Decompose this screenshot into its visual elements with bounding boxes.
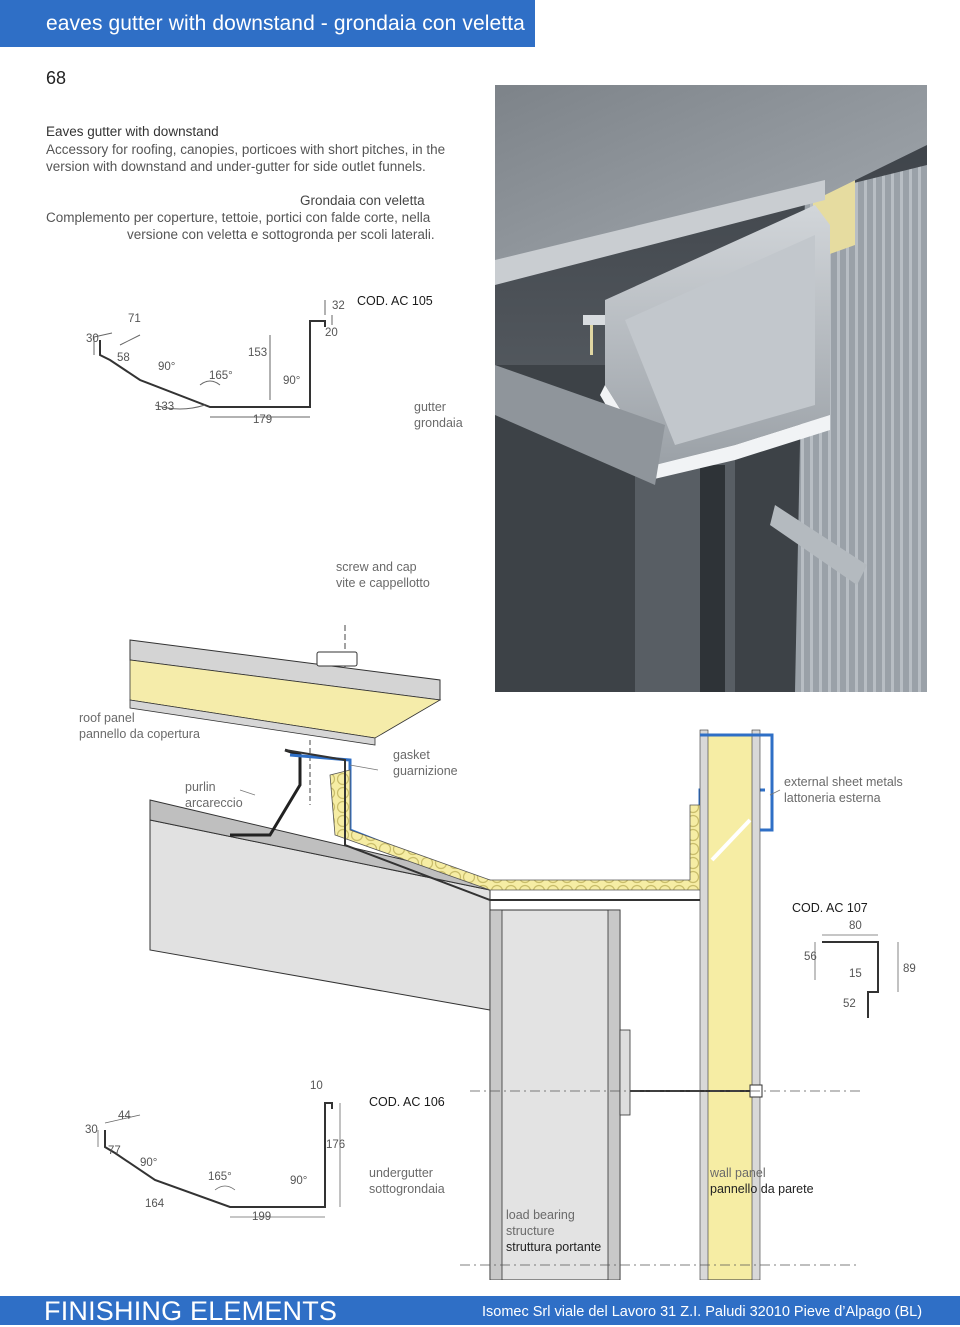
- structure-label-en-1: load bearing: [506, 1208, 575, 1222]
- ac106-dim-30: 30: [85, 1124, 98, 1136]
- ac106-dim-44: 44: [118, 1110, 131, 1122]
- external-metals-label-en: external sheet metals: [784, 775, 903, 789]
- ac105-dim-58: 58: [117, 352, 130, 364]
- ac105-dim-153: 153: [248, 347, 268, 359]
- ac107-dim-56: 56: [804, 951, 817, 963]
- structure-label-it: struttura portante: [506, 1240, 602, 1254]
- ac105-dim-90b: 90°: [283, 375, 301, 387]
- title-bar: eaves gutter with downstand - grondaia c…: [0, 0, 535, 47]
- ac105-code: COD. AC 105: [357, 294, 433, 308]
- footer-section-title: FINISHING ELEMENTS: [44, 1296, 338, 1326]
- ac107-dim-80: 80: [849, 920, 862, 932]
- wall-panel-label-en: wall panel: [710, 1166, 766, 1180]
- screw-label-it: vite e cappellotto: [336, 576, 430, 590]
- gasket-label-en: gasket: [393, 748, 430, 762]
- ac105-label-it: grondaia: [414, 416, 463, 430]
- section-drawing: [129, 625, 860, 1280]
- profile-ac105-drawing: [93, 300, 333, 418]
- ac106-dim-90b: 90°: [290, 1175, 308, 1187]
- ac105-label-en: gutter: [414, 400, 446, 414]
- intro-en-title: Eaves gutter with downstand: [46, 124, 219, 139]
- page-number: 68: [46, 68, 67, 88]
- ac107-code: COD. AC 107: [792, 901, 868, 915]
- footer-bar: FINISHING ELEMENTS Isomec Srl viale del …: [0, 1296, 960, 1326]
- profile-ac107-drawing: [814, 934, 899, 1018]
- footer-company-address: Isomec Srl viale del Lavoro 31 Z.I. Palu…: [482, 1304, 923, 1320]
- wall-panel-label-it: pannello da parete: [710, 1182, 814, 1196]
- ac106-dim-77: 77: [108, 1145, 121, 1157]
- ac106-code: COD. AC 106: [369, 1095, 445, 1109]
- screw-label-en: screw and cap: [336, 560, 417, 574]
- ac105-dim-133: 133: [155, 401, 175, 413]
- purlin-label-en: purlin: [185, 780, 216, 794]
- ac105-dim-165: 165°: [209, 370, 233, 382]
- ac106-dim-90a: 90°: [140, 1157, 158, 1169]
- ac107-dim-52: 52: [843, 998, 856, 1010]
- roof-panel-label-it: pannello da copertura: [79, 727, 200, 741]
- external-metals-label-it: lattoneria esterna: [784, 791, 881, 805]
- ac106-label-it: sottogrondaia: [369, 1182, 445, 1196]
- gutter-photo: [495, 85, 927, 692]
- gasket-label-it: guarnizione: [393, 764, 458, 778]
- intro-it-body-line2: versione con veletta e sottogronda per s…: [127, 227, 435, 242]
- ac106-dim-199: 199: [252, 1211, 272, 1223]
- ac106-dim-176: 176: [326, 1139, 346, 1151]
- ac106-label-en: undergutter: [369, 1166, 433, 1180]
- ac105-dim-20: 20: [325, 327, 338, 339]
- ac106-dim-10: 10: [310, 1080, 323, 1092]
- page-title: eaves gutter with downstand - grondaia c…: [46, 12, 525, 35]
- purlin-label-it: arcareccio: [185, 796, 243, 810]
- ac105-dim-90a: 90°: [158, 361, 176, 373]
- intro-it-body-line1: Complemento per coperture, tettoie, port…: [46, 210, 431, 225]
- ac105-dim-32: 32: [332, 300, 345, 312]
- structure-label-en-2: structure: [506, 1224, 555, 1238]
- ac105-dim-30: 30: [86, 333, 99, 345]
- ac107-dim-15: 15: [849, 968, 862, 980]
- ac106-dim-165: 165°: [208, 1171, 232, 1183]
- ac105-dim-71: 71: [128, 313, 141, 325]
- intro-it-title: Grondaia con veletta: [300, 193, 425, 208]
- ac106-dim-164: 164: [145, 1198, 165, 1210]
- profile-ac106-drawing: [97, 1102, 341, 1218]
- intro-en-body: Accessory for roofing, canopies, portico…: [46, 142, 446, 174]
- roof-panel-label-en: roof panel: [79, 711, 135, 725]
- ac107-dim-89: 89: [903, 963, 916, 975]
- ac105-dim-179: 179: [253, 414, 273, 426]
